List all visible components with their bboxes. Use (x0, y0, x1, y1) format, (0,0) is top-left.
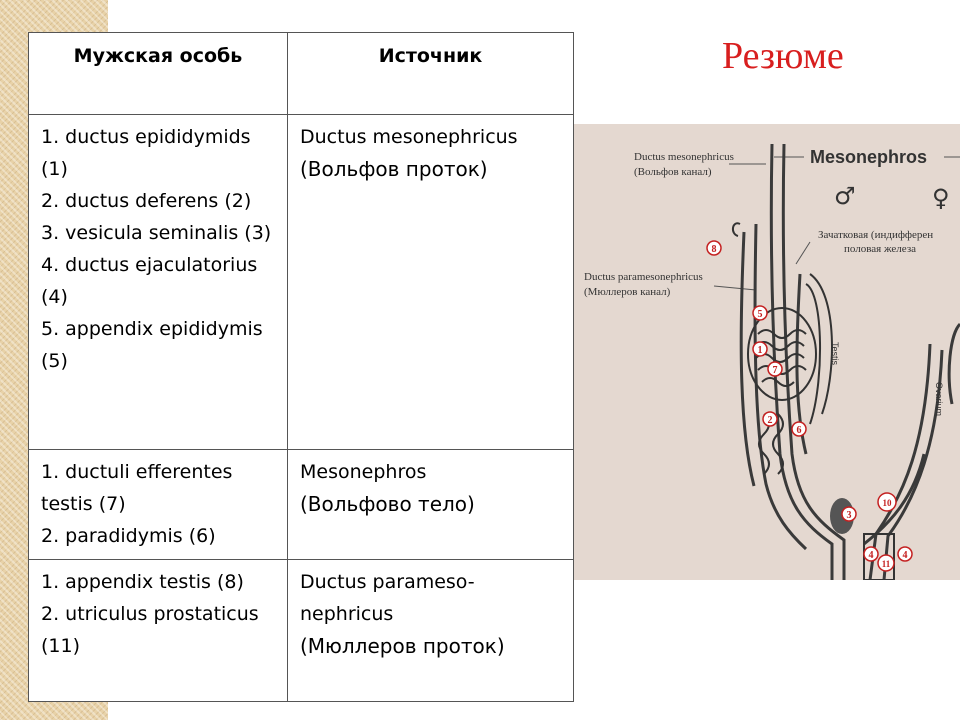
source-cell: Mesonephros (Вольфово тело) (287, 449, 574, 560)
list-item: 1. ductuli efferentes testis (7) (41, 461, 233, 515)
male-cell: 1. appendix testis (8) 2. utriculus pros… (28, 559, 288, 702)
table-row: 1. ductuli efferentes testis (7) 2. para… (28, 449, 574, 560)
marker-5: 5 (752, 305, 768, 321)
label-ductus-paramesonephricus: Ductus paramesonephricus (584, 271, 703, 283)
summary-table: Мужская особь Источник 1. ductus epididy… (28, 32, 574, 702)
source-latin: Mesonephros (300, 461, 427, 483)
svg-text:8: 8 (712, 244, 717, 255)
list-item: 1. appendix testis (8) (41, 571, 244, 593)
list-item: 4. ductus ejaculatorius (4) (41, 254, 258, 308)
header-male: Мужская особь (28, 32, 288, 115)
list-item: 5. appendix epididymis (5) (41, 318, 263, 372)
marker-4-right: 4 (897, 546, 913, 562)
svg-text:11: 11 (882, 559, 891, 569)
source-russian: (Мюллеров проток) (300, 634, 505, 658)
marker-1: 1 (752, 341, 768, 357)
marker-10: 10 (877, 492, 897, 512)
label-mesonephros: Mesonephros (810, 147, 927, 167)
female-symbol: ♀ (932, 184, 950, 212)
male-symbol: ♂ (834, 182, 856, 210)
marker-2: 2 (762, 411, 778, 427)
marker-8: 8 (706, 240, 722, 256)
source-russian: (Вольфово тело) (300, 492, 475, 516)
list-item: 2. utriculus prostaticus (11) (41, 603, 259, 657)
marker-7: 7 (767, 361, 783, 377)
label-ductus-mesonephricus-ru: (Вольфов канал) (634, 166, 712, 178)
table-row: 1. ductus epididymids (1) 2. ductus defe… (28, 114, 574, 450)
svg-text:1: 1 (758, 345, 763, 356)
list-item: 2. paradidymis (6) (41, 525, 216, 547)
label-gonad-1: Зачатковая (индифферен (818, 229, 933, 241)
svg-text:3: 3 (847, 510, 852, 521)
anatomy-drawing: Ductus mesonephricus (Вольфов канал) Mes… (574, 124, 960, 581)
label-ductus-paramesonephricus-ru: (Мюллеров канал) (584, 286, 671, 298)
table-row: 1. appendix testis (8) 2. utriculus pros… (28, 559, 574, 702)
svg-text:6: 6 (797, 425, 802, 436)
male-cell: 1. ductuli efferentes testis (7) 2. para… (28, 449, 288, 560)
header-source: Источник (287, 32, 574, 115)
label-ductus-mesonephricus: Ductus mesonephricus (634, 151, 734, 163)
svg-text:4: 4 (869, 550, 874, 561)
marker-3: 3 (841, 506, 857, 522)
source-cell: Ductus mesonephricus (Вольфов проток) (287, 114, 574, 450)
list-item: 1. ductus epididymids (1) (41, 126, 251, 180)
label-ovarium: Ovarium (934, 382, 944, 416)
svg-text:5: 5 (758, 309, 763, 320)
svg-text:10: 10 (883, 498, 893, 508)
source-latin: Ductus parameso-nephricus (300, 571, 475, 625)
svg-text:7: 7 (773, 365, 778, 376)
male-cell: 1. ductus epididymids (1) 2. ductus defe… (28, 114, 288, 450)
label-testis: Testis (830, 342, 840, 366)
source-latin: Ductus mesonephricus (300, 126, 518, 148)
svg-text:4: 4 (903, 550, 908, 561)
anatomy-figure: Ductus mesonephricus (Вольфов канал) Mes… (574, 124, 960, 581)
marker-11: 11 (877, 554, 895, 572)
slide-title: Резюме (722, 35, 844, 77)
label-gonad-2: половая железа (844, 243, 916, 255)
list-item: 2. ductus deferens (2) (41, 190, 252, 212)
table-header-row: Мужская особь Источник (28, 32, 574, 115)
marker-4-left: 4 (863, 546, 879, 562)
source-cell: Ductus parameso-nephricus (Мюллеров прот… (287, 559, 574, 702)
svg-text:2: 2 (768, 415, 773, 426)
list-item: 3. vesicula seminalis (3) (41, 222, 272, 244)
marker-6: 6 (791, 421, 807, 437)
source-russian: (Вольфов проток) (300, 157, 488, 181)
